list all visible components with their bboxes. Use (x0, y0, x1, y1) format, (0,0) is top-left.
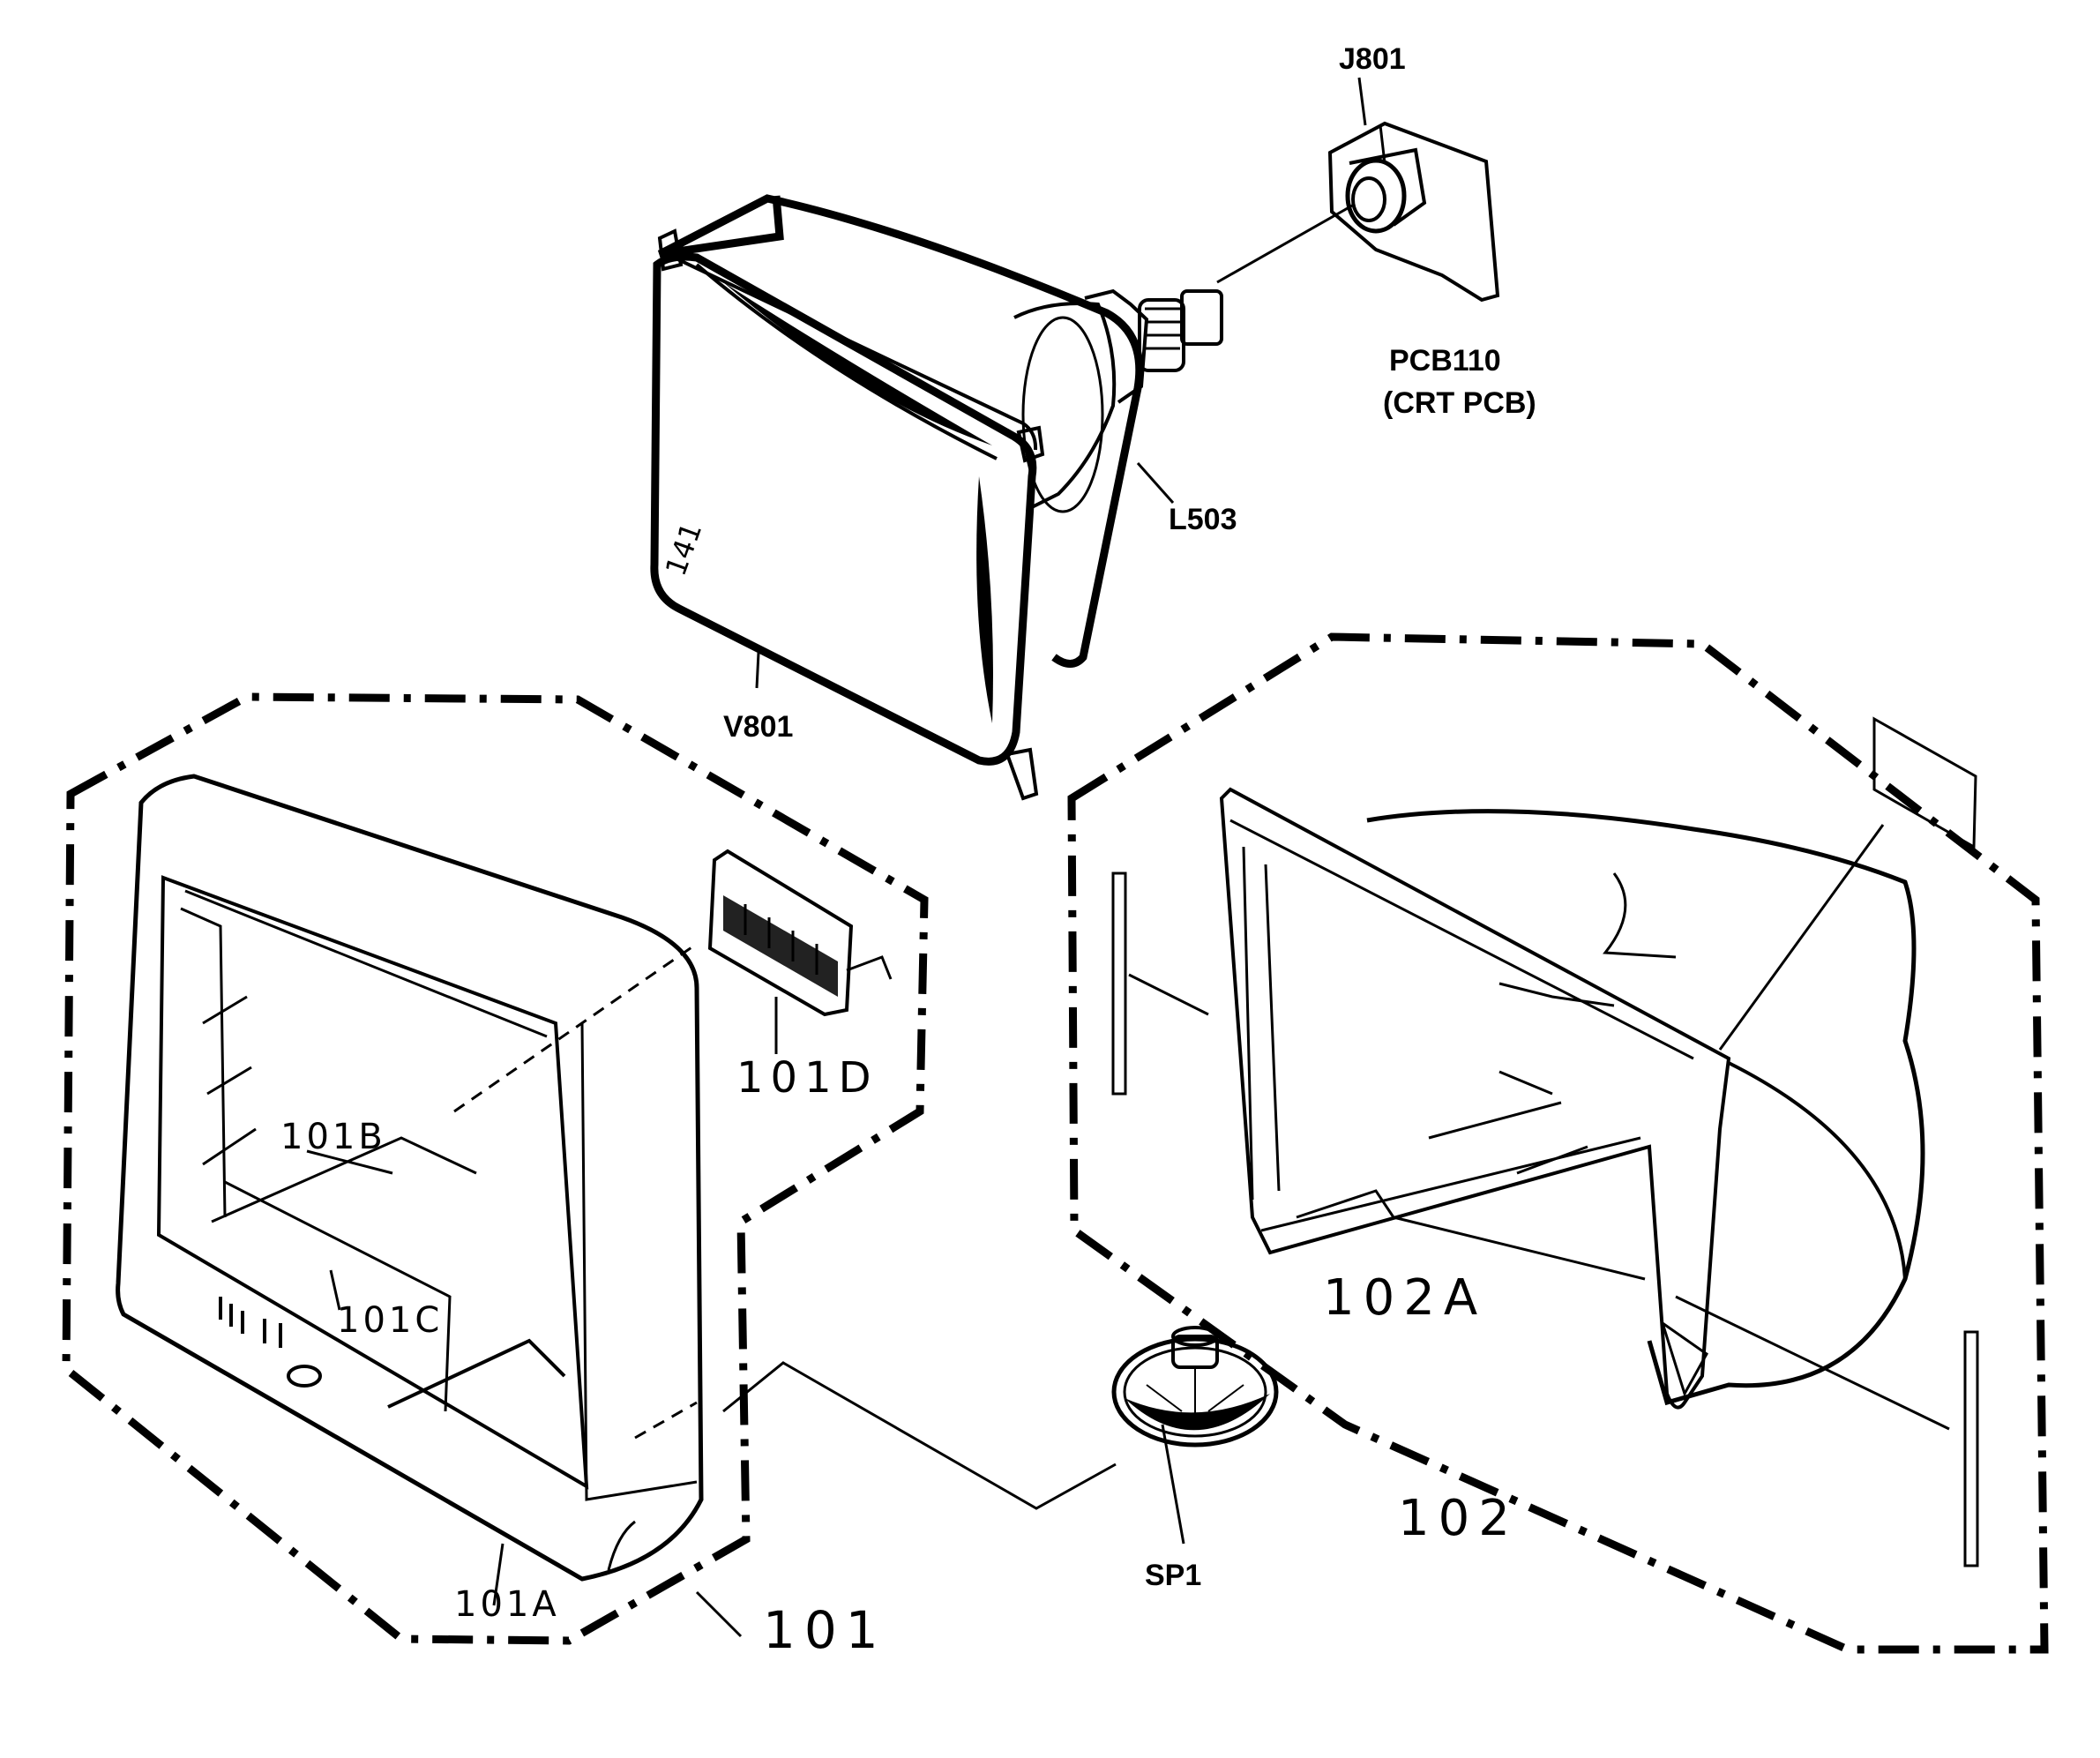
back-cabinet-part (1111, 716, 1979, 1567)
label-sp1: SP1 (1145, 1559, 1201, 1592)
front-cabinet-part (116, 774, 704, 1582)
crt-pcb-part (1327, 121, 1500, 303)
l503-leader (1136, 462, 1175, 504)
label-101d: 101D (736, 1053, 878, 1103)
sp1-leader (1161, 1424, 1185, 1545)
label-crt-pcb: (CRT PCB) (1383, 386, 1536, 420)
label-pcb110: PCB110 (1389, 344, 1501, 378)
label-v801: V801 (723, 710, 793, 744)
label-101a: 101A (454, 1584, 560, 1625)
rear-cabinet-group-boundary (1067, 632, 2049, 1654)
101-leader (695, 1590, 743, 1638)
speaker-mount-line (722, 1361, 1117, 1510)
speaker-part (1111, 1326, 1279, 1448)
101c-leader (329, 1269, 341, 1311)
101a-leader (492, 1543, 504, 1606)
label-102: 102 (1398, 1490, 1519, 1547)
crt-face-mark: 141 (659, 518, 709, 580)
label-101b: 101B (280, 1117, 386, 1157)
front-cabinet-group-boundary (62, 692, 929, 1645)
crt-neck-to-pcb-line (1216, 203, 1355, 284)
label-101: 101 (763, 1600, 887, 1660)
crt-picture-tube-part: 141 (650, 194, 1223, 801)
v801-leader (755, 652, 760, 689)
control-button-plate-part (707, 849, 893, 1017)
label-l503: L503 (1169, 503, 1237, 536)
label-102a: 102A (1323, 1269, 1486, 1327)
101b-leader (306, 1149, 393, 1175)
label-j801: J801 (1339, 42, 1406, 76)
label-101c: 101C (337, 1300, 443, 1341)
j801-leader (1357, 77, 1367, 126)
